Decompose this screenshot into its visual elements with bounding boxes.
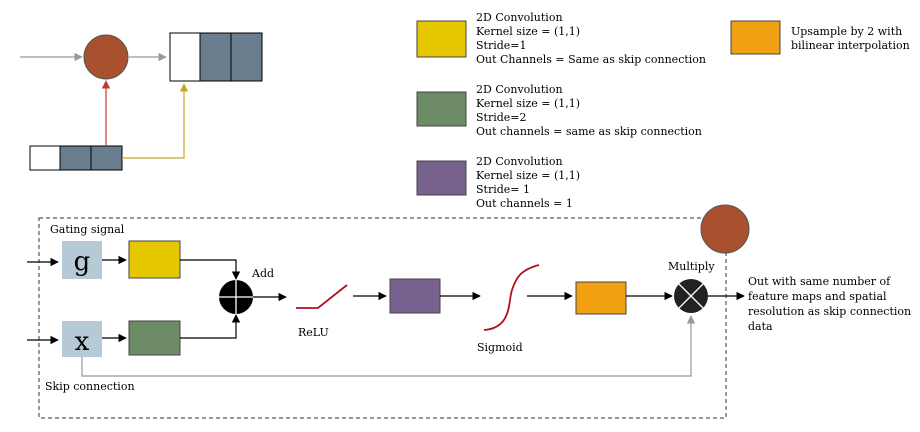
skip-connection-label: Skip connection [45,380,135,393]
conv-yellow-block [128,240,181,279]
gating-signal-label: Gating signal [50,223,125,236]
output-line: resolution as skip connection [748,305,911,318]
dashed-boundary [38,217,727,419]
legend-orange-swatch [730,20,781,55]
detail-block: Gating signal g x Skip connection Add Re… [27,204,915,419]
yellow-to-add-arrow [180,259,241,280]
add-node [219,280,253,314]
detail-attention-circle [700,204,750,254]
g-symbol: g [74,247,91,277]
legend-yellow-line: Kernel size = (1,1) [476,25,580,38]
sigmoid-curve [483,264,540,331]
overview-output-tensor-gray-2 [230,32,263,82]
legend-yellow-line: Out Channels = Same as skip connection [476,53,706,66]
multiply-node [674,279,708,313]
upsample-orange-block [575,281,627,315]
green-to-add-arrow [180,314,241,339]
overview-yellow-arrow [122,83,189,159]
legend-orange-line: bilinear interpolation [791,39,910,52]
output-line: feature maps and spatial [748,290,887,303]
overview-input-tensor-gray-2 [90,145,123,171]
legend-purple-line: Out channels = 1 [476,197,573,210]
conv-purple-block [389,278,441,314]
legend-purple-line: 2D Convolution [476,155,563,168]
legend: 2D Convolution Kernel size = (1,1) Strid… [416,11,910,210]
legend-yellow-line: Stride=1 [476,39,527,52]
x-symbol: x [75,327,90,357]
legend-green-line: Kernel size = (1,1) [476,97,580,110]
overview-attention-circle [83,34,129,80]
legend-purple-line: Stride= 1 [476,183,530,196]
legend-green-line: Stride=2 [476,111,527,124]
legend-green-line: 2D Convolution [476,83,563,96]
sigmoid-label: Sigmoid [477,341,523,354]
legend-green-line: Out channels = same as skip connection [476,125,702,138]
legend-yellow-swatch [416,20,467,58]
overview-group [20,32,263,171]
output-line: Out with same number of [748,275,891,288]
output-line: data [748,320,773,333]
legend-purple-swatch [416,160,467,196]
conv-green-block [128,320,181,356]
legend-orange-line: Upsample by 2 with [791,25,902,38]
legend-purple-line: Kernel size = (1,1) [476,169,580,182]
add-label: Add [251,267,274,280]
legend-purple-text: 2D Convolution Kernel size = (1,1) Strid… [476,155,584,210]
multiply-cross-2 [678,283,704,309]
relu-curve [296,284,348,309]
overview-output-tensor-gray-1 [199,32,232,82]
legend-green-text: 2D Convolution Kernel size = (1,1) Strid… [476,83,702,138]
overview-output-tensor-white [169,32,201,82]
legend-green-swatch [416,91,467,127]
legend-yellow-line: 2D Convolution [476,11,563,24]
output-description: Out with same number of feature maps and… [748,275,915,333]
g-input-box [62,241,102,279]
skip-connection-arrow [81,315,696,377]
legend-orange-text: Upsample by 2 with bilinear interpolatio… [791,25,910,52]
relu-label: ReLU [298,326,329,339]
x-input-box [62,321,102,357]
overview-input-tensor-gray-1 [59,145,92,171]
multiply-label: Multiply [668,260,715,273]
legend-yellow-text: 2D Convolution Kernel size = (1,1) Strid… [476,11,706,66]
overview-input-tensor-white [29,145,61,171]
